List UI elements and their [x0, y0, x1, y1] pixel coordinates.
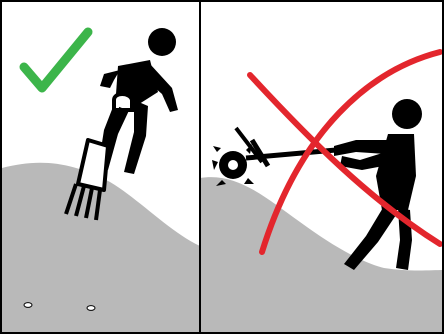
spade-handle [114, 94, 132, 110]
ground-hole [87, 306, 95, 311]
panel-correct [0, 0, 200, 334]
person-head [392, 99, 422, 129]
ground-hole [24, 303, 32, 308]
panel-incorrect [200, 0, 444, 334]
person-head [148, 28, 176, 56]
